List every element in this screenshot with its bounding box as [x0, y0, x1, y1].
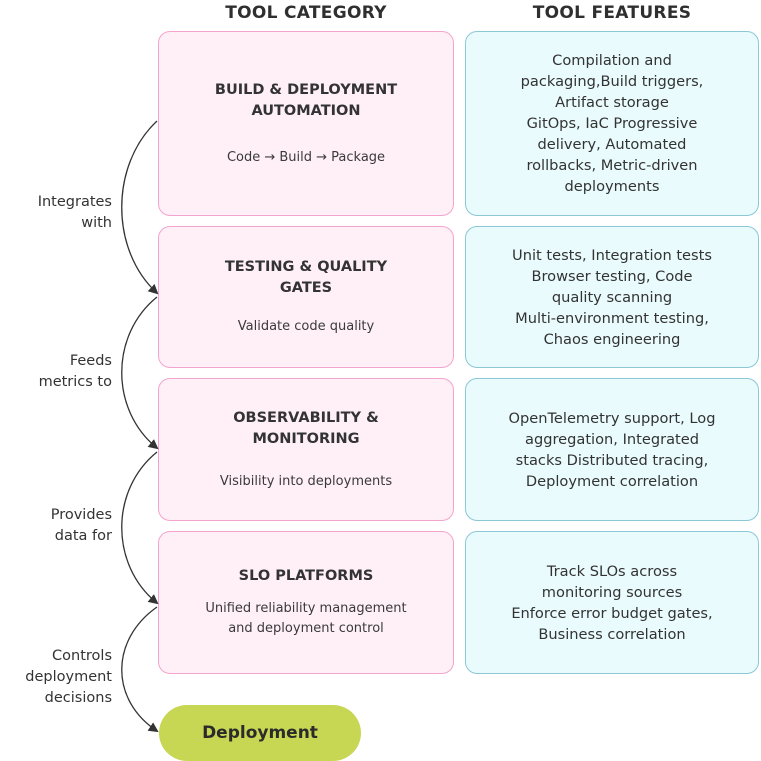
category-box-observability: OBSERVABILITY & MONITORING Visibility in…: [158, 378, 454, 521]
relation-label-controls-deployment: Controls deployment decisions: [25, 648, 112, 706]
header-tool-category: TOOL CATEGORY: [225, 3, 387, 23]
features-box-observability: OpenTelemetry support, Log aggregation, …: [465, 378, 759, 521]
features-text: OpenTelemetry support, Log aggregation, …: [508, 409, 716, 490]
relation-label-provides-data: Provides data for: [50, 507, 112, 544]
features-text: Unit tests, Integration tests Browser te…: [512, 246, 712, 348]
category-title: TESTING & QUALITY GATES: [224, 259, 388, 296]
features-text: Compilation and packaging,Build triggers…: [520, 52, 704, 195]
arrow-build-to-testing: [121, 120, 159, 295]
deployment-node: Deployment: [159, 705, 361, 761]
category-subtitle: Validate code quality: [237, 319, 375, 334]
arrow-slo-to-deployment: [121, 606, 159, 733]
category-box-testing-quality: TESTING & QUALITY GATES Validate code qu…: [158, 226, 454, 368]
category-subtitle: Unified reliability management and deplo…: [205, 601, 407, 636]
features-box-build-deployment: Compilation and packaging,Build triggers…: [465, 31, 759, 216]
arrow-testing-to-observability: [121, 296, 159, 450]
relation-label-integrates-with: Integrates with: [37, 194, 112, 231]
category-title: OBSERVABILITY & MONITORING: [233, 409, 379, 447]
category-subtitle: Visibility into deployments: [219, 473, 393, 489]
category-title: BUILD & DEPLOYMENT AUTOMATION: [214, 81, 398, 119]
relation-label-feeds-metrics: Feeds metrics to: [38, 353, 112, 390]
features-box-testing-quality: Unit tests, Integration tests Browser te…: [465, 226, 759, 368]
header-tool-features: TOOL FEATURES: [532, 3, 692, 23]
arrow-observability-to-slo: [121, 451, 159, 605]
category-title: SLO PLATFORMS: [238, 568, 374, 584]
features-box-slo-platforms: Track SLOs across monitoring sources Enf…: [465, 531, 759, 674]
category-box-build-deployment: BUILD & DEPLOYMENT AUTOMATION Code → Bui…: [158, 31, 454, 216]
features-text: Track SLOs across monitoring sources Enf…: [511, 562, 713, 643]
category-box-slo-platforms: SLO PLATFORMS Unified reliability manage…: [158, 531, 454, 674]
category-subtitle: Code → Build → Package: [226, 149, 386, 165]
